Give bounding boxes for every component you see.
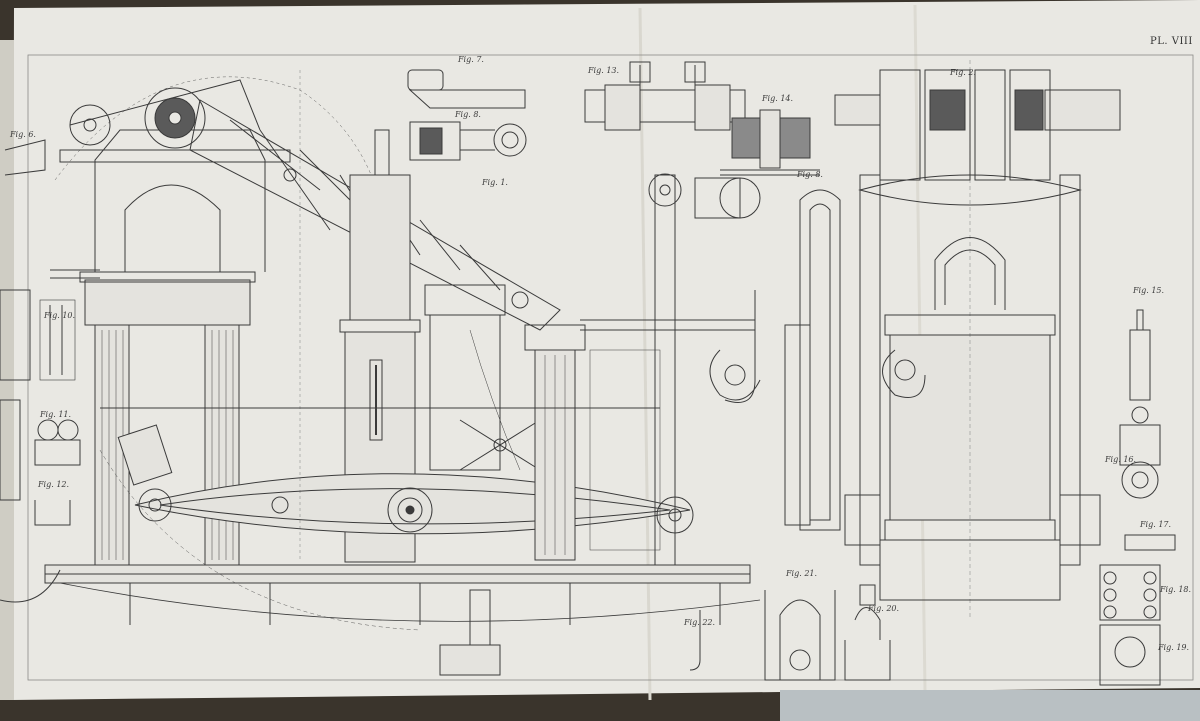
figure-label-10: Fig. 10. [44, 311, 76, 320]
figure-label-13: Fig. 13. [588, 66, 620, 75]
cover-board [780, 690, 1200, 721]
pipe-section [709, 189, 841, 531]
figure-label-7: Fig. 7. [458, 55, 484, 64]
main-engine-elevation [44, 70, 761, 676]
figure-label-2: Fig. 2. [950, 68, 976, 77]
figure-label-15: Fig. 15. [1133, 286, 1165, 295]
top-detail-figures [407, 61, 820, 176]
figure-label-21: Fig. 21. [786, 569, 818, 578]
plate-number: PL. VIII [1150, 36, 1193, 47]
end-elevation [834, 60, 1121, 620]
right-detail-figures [1099, 309, 1176, 686]
figure-label-11: Fig. 11. [40, 410, 72, 419]
paper-edge [0, 40, 14, 700]
figure-label-18: Fig. 18. [1160, 585, 1192, 594]
figure-label-19: Fig. 19. [1158, 643, 1190, 652]
figure-label-20: Fig. 20. [868, 604, 900, 613]
figure-label-6: Fig. 6. [10, 130, 36, 139]
figure-label-1: Fig. 1. [482, 178, 508, 187]
figure-label-16: Fig. 16. [1105, 455, 1137, 464]
figure-label-22: Fig. 22. [684, 618, 716, 627]
figure-label-17: Fig. 17. [1140, 520, 1172, 529]
figure-label-8b: Fig. 8. [797, 170, 823, 179]
fold-crease [638, 7, 652, 701]
bottom-detail-figures [689, 584, 891, 681]
figure-label-8a: Fig. 8. [455, 110, 481, 119]
plate-border [27, 54, 1194, 681]
figure-label-14: Fig. 14. [762, 94, 794, 103]
figure-label-12: Fig. 12. [38, 480, 70, 489]
left-detail-parts [0, 139, 81, 603]
